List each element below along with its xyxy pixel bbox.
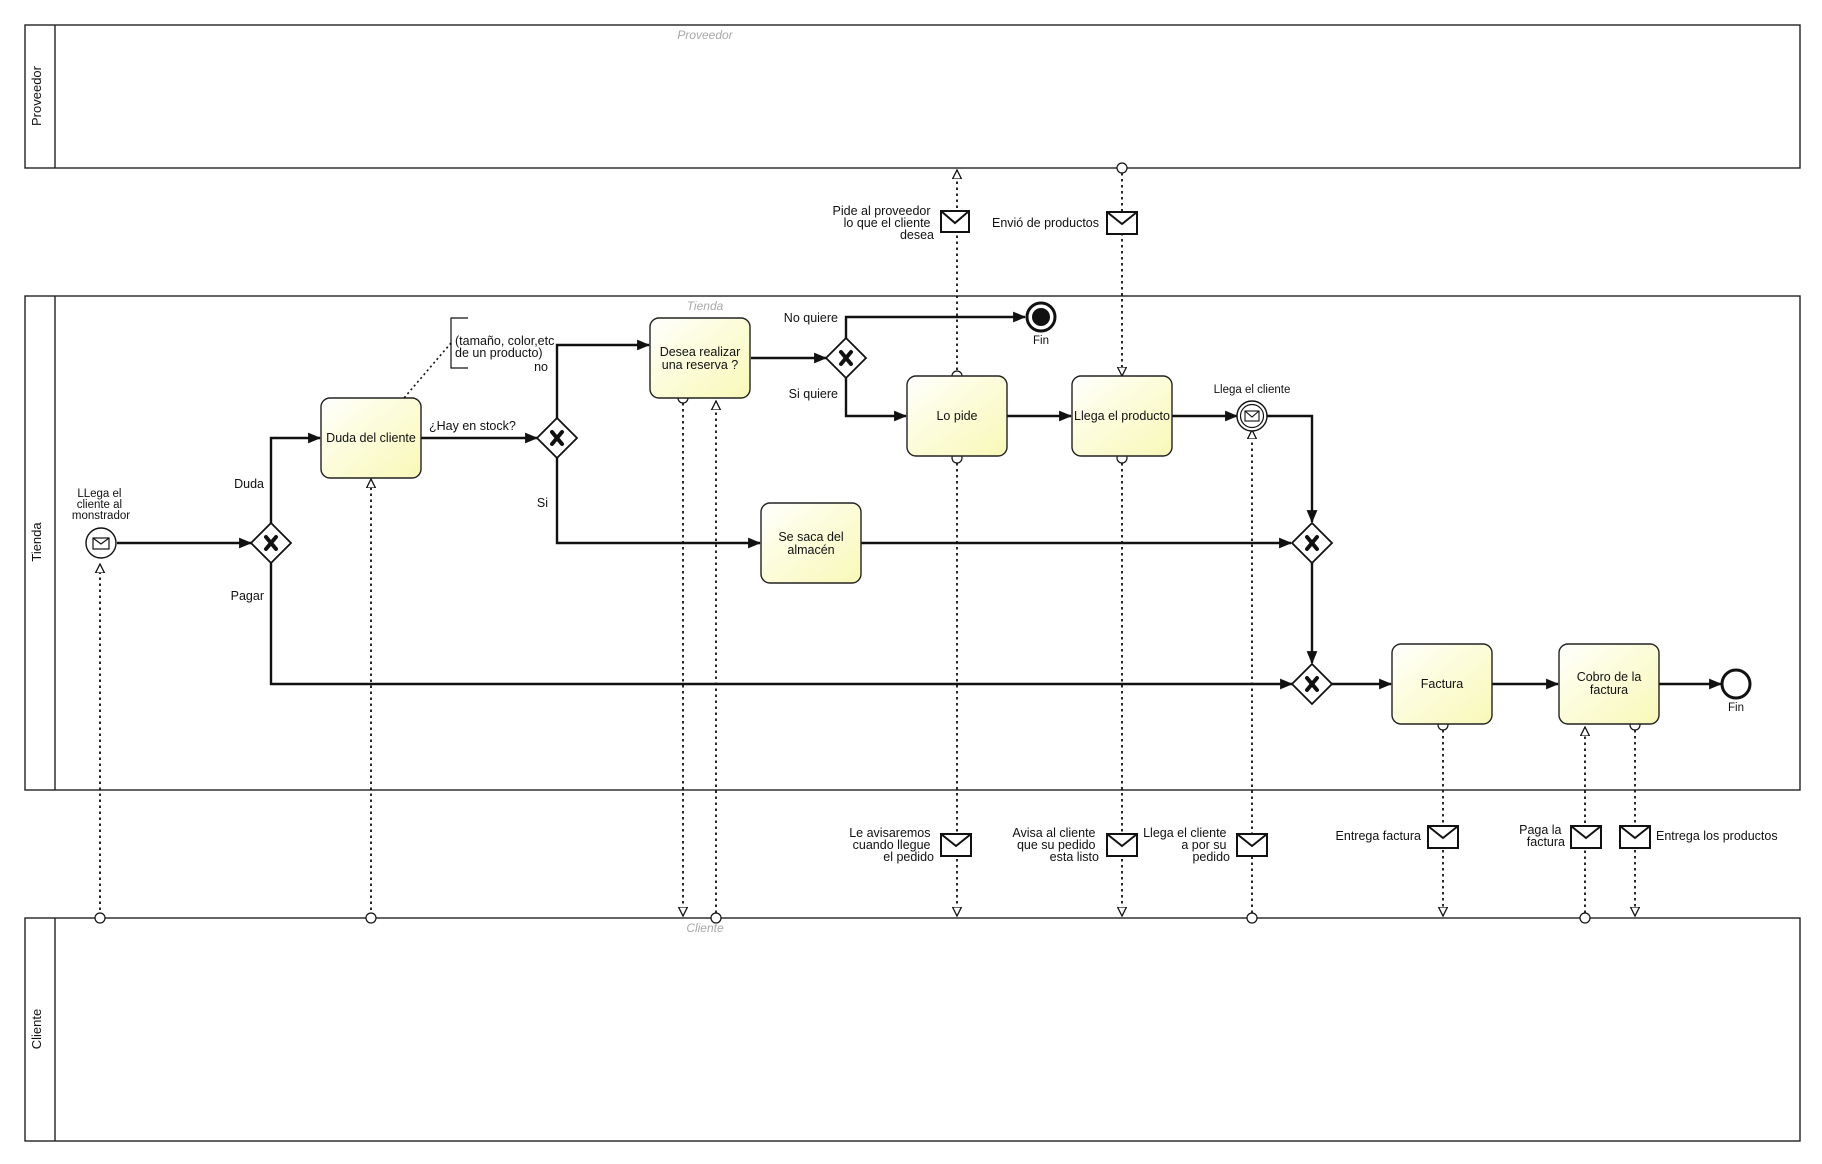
svg-text:(tamaño, color,etc de un: (tamaño, color,etc de un producto) xyxy=(455,334,558,360)
message-label-llega-cliente: Llega el cliente a por su pedido xyxy=(1143,826,1230,864)
start-event-message[interactable] xyxy=(85,527,117,559)
svg-text:Factura: Factura xyxy=(1421,677,1463,691)
pool-tienda-ghost-label: Tienda xyxy=(687,299,724,313)
gateway-merge-pagar[interactable] xyxy=(1290,662,1334,706)
flow-label-stock: ¿Hay en stock? xyxy=(429,419,516,433)
message-label-paga: Paga la factura xyxy=(1519,823,1565,849)
flow-label-si: Si xyxy=(537,496,548,510)
gateway-duda-pagar[interactable] xyxy=(249,521,293,565)
message-envelope-paga[interactable] xyxy=(1570,825,1602,849)
message-envelope-avisa[interactable] xyxy=(1106,833,1138,857)
message-label-avisa: Avisa al cliente que su pedido esta list… xyxy=(1012,826,1099,864)
flow-event-to-gateway[interactable] xyxy=(1267,414,1318,524)
envelope-icon xyxy=(92,537,110,550)
pool-proveedor-ghost-label: Proveedor xyxy=(677,28,733,42)
task-duda-del-cliente[interactable]: Duda del cliente xyxy=(320,397,422,479)
message-label-entrega-productos: Entrega los productos xyxy=(1656,829,1778,843)
flow-label-no-quiere: No quiere xyxy=(784,311,838,325)
flow-pagar[interactable] xyxy=(269,563,1294,690)
svg-text:Lo pide: Lo pide xyxy=(936,409,977,423)
gateway-reserva-decision[interactable] xyxy=(824,336,868,380)
end-event-top-label: Fin xyxy=(1033,335,1049,347)
sequence-flows xyxy=(117,311,1723,690)
pool-cliente-label: Cliente xyxy=(29,1009,44,1049)
intermediate-event-message[interactable] xyxy=(1236,400,1268,432)
intermediate-event-label: Llega el cliente xyxy=(1214,384,1291,396)
pool-cliente-ghost-label: Cliente xyxy=(686,921,724,935)
end-event-bottom-label: Fin xyxy=(1728,702,1744,714)
pool-cliente: Cliente Cliente xyxy=(24,917,1801,1142)
message-flows xyxy=(94,162,1641,924)
task-lo-pide[interactable]: Lo pide xyxy=(906,375,1008,457)
message-envelope-entrega-factura[interactable] xyxy=(1427,825,1459,849)
flow-duda[interactable] xyxy=(269,432,322,523)
message-envelope-pide-proveedor[interactable] xyxy=(940,210,970,233)
pool-proveedor: Proveedor Proveedor xyxy=(24,24,1801,169)
message-label-pide-proveedor: Pide al proveedor lo que el cliente dese… xyxy=(833,204,935,242)
message-envelope-envio[interactable] xyxy=(1106,211,1138,235)
end-event-bottom[interactable] xyxy=(1720,668,1752,700)
message-envelope-avisaremos[interactable] xyxy=(940,833,972,857)
message-label-avisaremos: Le avisaremos cuando llegue el pedido xyxy=(849,826,934,864)
message-envelope-llega-cliente[interactable] xyxy=(1236,833,1268,857)
end-event-top[interactable] xyxy=(1025,301,1057,333)
envelope-icon xyxy=(1244,410,1260,422)
svg-text:Duda del cliente: Duda del cliente xyxy=(326,431,416,445)
flow-no[interactable] xyxy=(555,339,651,418)
flow-si-quiere[interactable] xyxy=(844,378,908,422)
task-factura[interactable]: Factura xyxy=(1391,643,1493,725)
pool-proveedor-label: Proveedor xyxy=(29,65,44,126)
flow-label-pagar: Pagar xyxy=(231,589,264,603)
text-annotation[interactable]: (tamaño, color,etc de un producto) xyxy=(403,317,558,399)
flow-no-quiere[interactable] xyxy=(844,311,1027,338)
message-envelope-entrega-productos[interactable] xyxy=(1619,825,1651,849)
flow-label-no: no xyxy=(534,360,548,374)
flow-si[interactable] xyxy=(555,458,762,549)
pool-tienda-label: Tienda xyxy=(29,522,44,562)
start-event-label: LLega el cliente al monstrador xyxy=(72,488,130,522)
task-llega-el-producto[interactable]: Llega el producto xyxy=(1071,375,1173,457)
gateway-hay-en-stock[interactable] xyxy=(535,416,579,460)
gateway-merge-stock[interactable] xyxy=(1290,521,1334,565)
svg-text:Llega el producto: Llega el producto xyxy=(1074,409,1170,423)
flow-label-si-quiere: Si quiere xyxy=(789,387,838,401)
message-label-envio: Envió de productos xyxy=(992,216,1099,230)
message-label-entrega-factura: Entrega factura xyxy=(1336,829,1422,843)
flow-label-duda: Duda xyxy=(234,477,264,491)
